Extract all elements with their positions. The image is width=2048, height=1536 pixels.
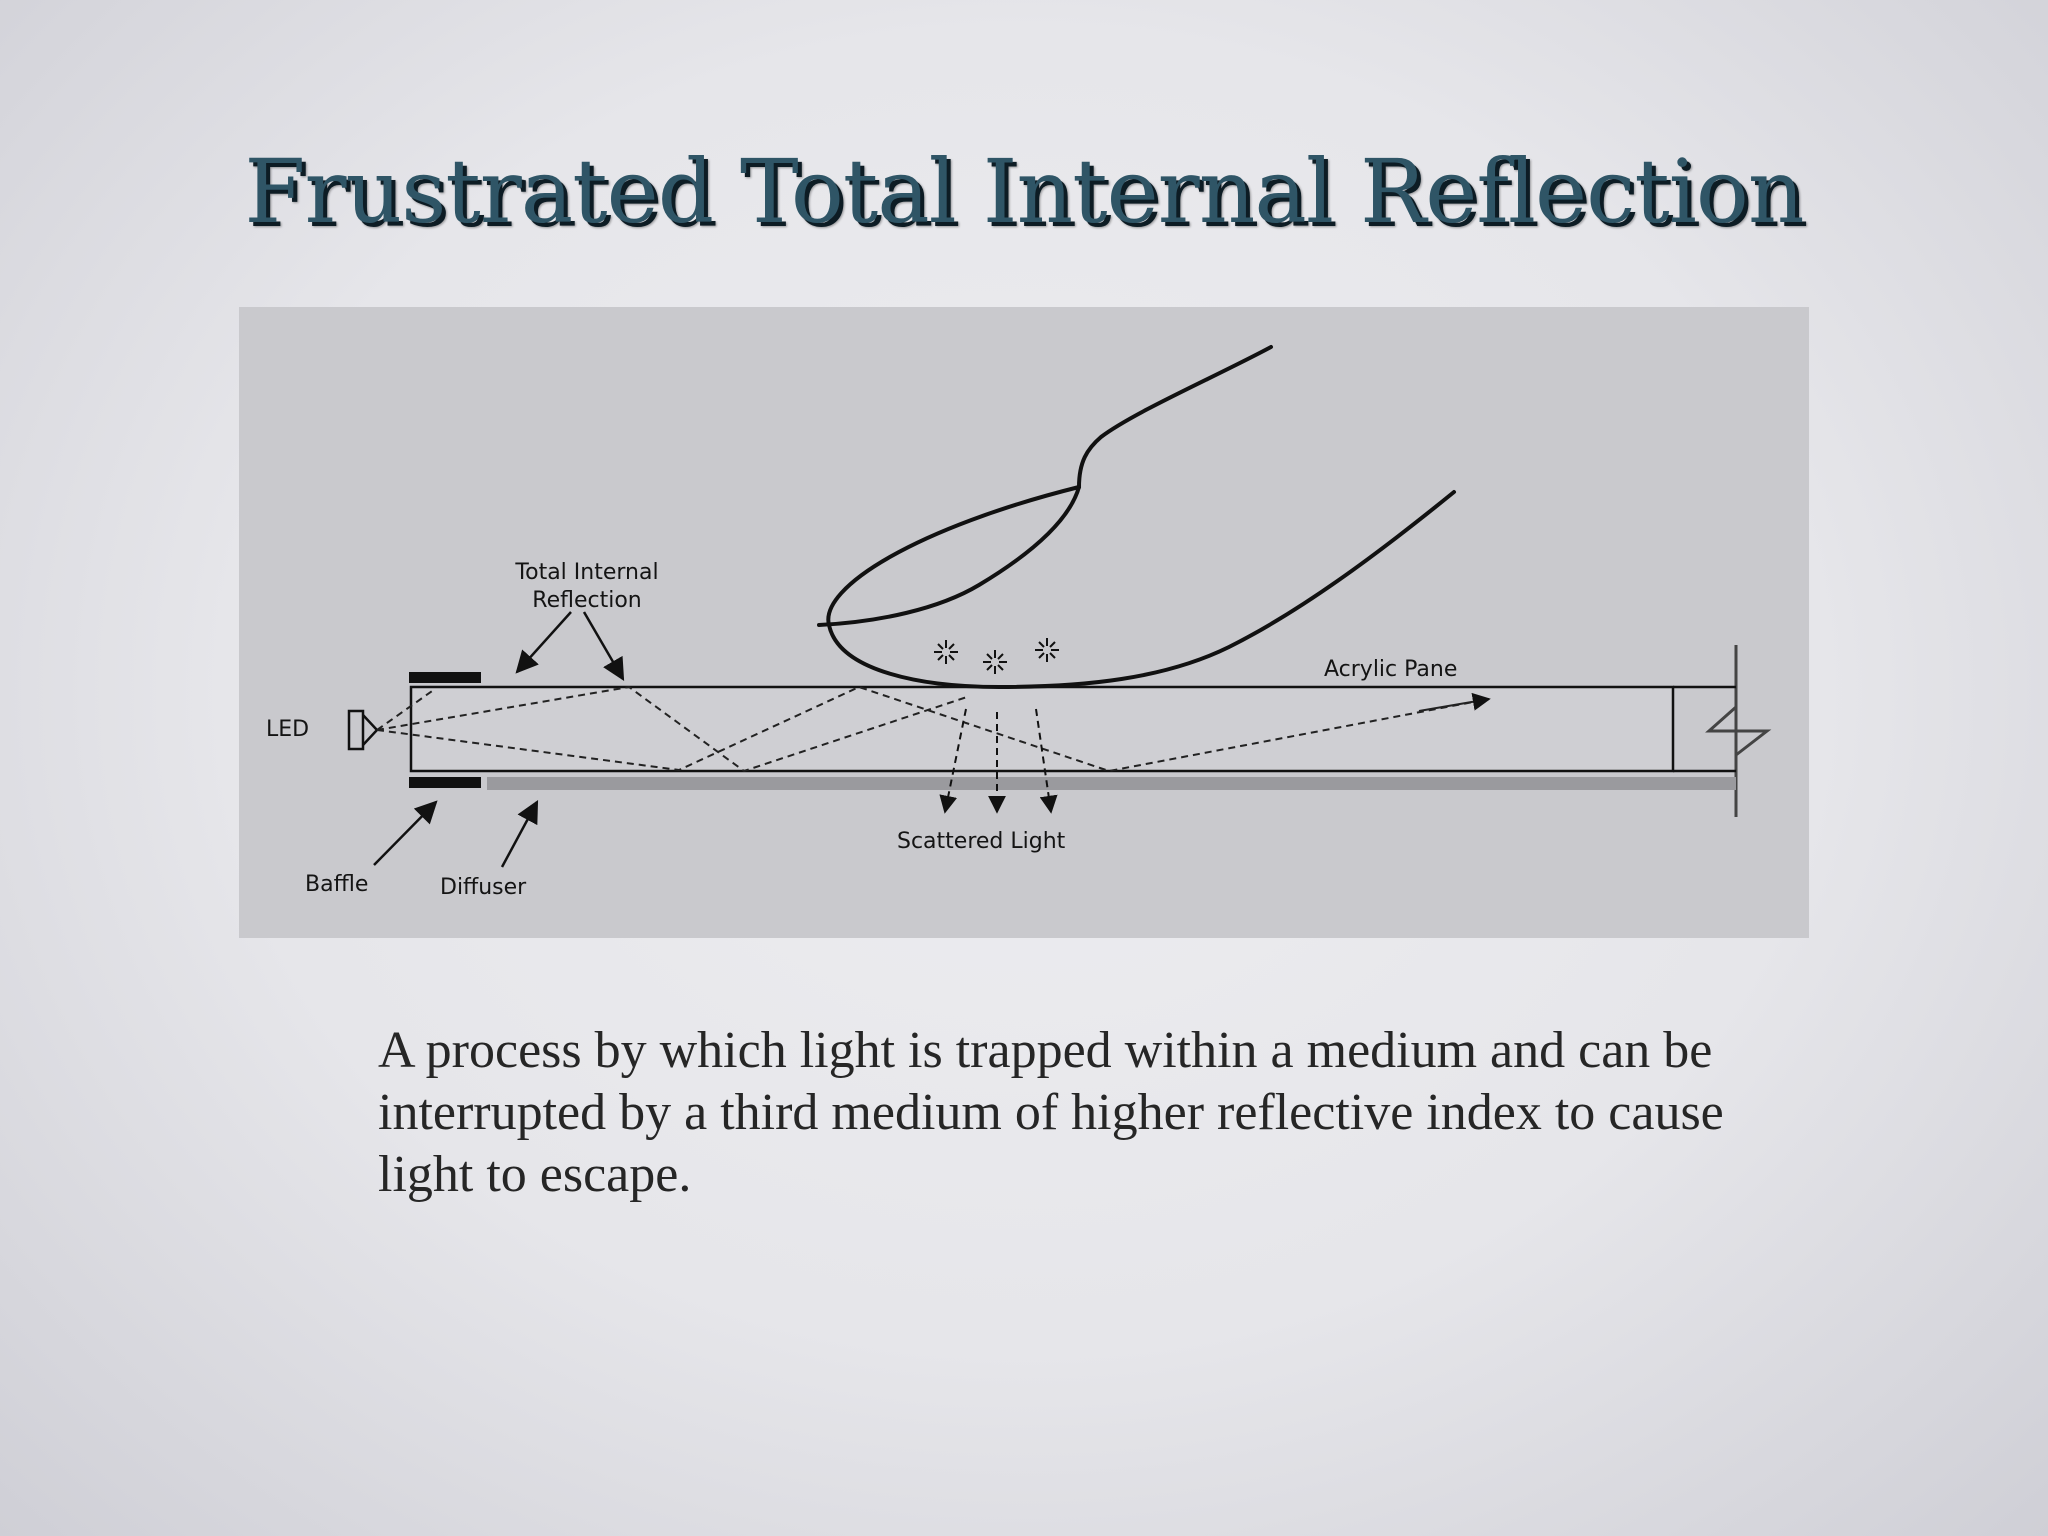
- slide-title: Frustrated Total Internal Reflection: [244, 140, 1804, 243]
- label-led: LED: [266, 717, 309, 742]
- light-rays: [376, 685, 1491, 773]
- label-total-internal: Total Internal: [514, 560, 658, 585]
- label-acrylic-pane: Acrylic Pane: [1324, 657, 1457, 682]
- finger-illustration: [817, 345, 1456, 689]
- label-baffle: Baffle: [305, 872, 368, 897]
- annotation-arrows: [373, 611, 625, 868]
- label-reflection: Reflection: [532, 588, 641, 613]
- baffle-top: [409, 672, 481, 683]
- ftir-diagram: Total Internal Reflection LED Acrylic Pa…: [239, 307, 1809, 938]
- label-diffuser: Diffuser: [440, 875, 527, 900]
- contact-sparkles: [934, 638, 1059, 674]
- pane-break-marker: [1705, 645, 1772, 817]
- scattered-light-arrows: [939, 708, 1058, 814]
- led-icon: [347, 709, 379, 751]
- diffuser-strip: [487, 777, 1736, 790]
- baffle-bottom: [409, 777, 481, 788]
- label-scattered-light: Scattered Light: [897, 829, 1066, 854]
- slide-description: A process by which light is trapped with…: [378, 1022, 1724, 1203]
